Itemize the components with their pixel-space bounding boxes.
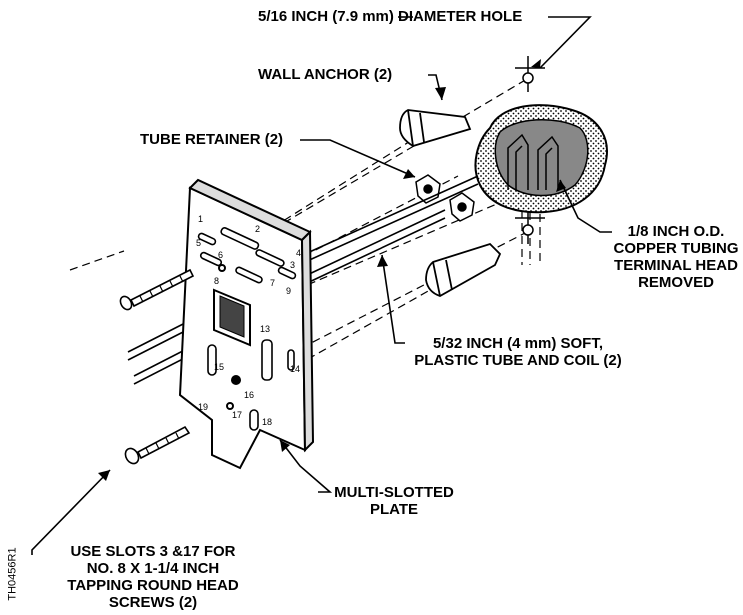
slot-number: 9 xyxy=(286,286,291,296)
label-diameter-hole: 5/16 INCH (7.9 mm) DIAMETER HOLE xyxy=(258,8,523,25)
slot-number: 4 xyxy=(296,248,301,258)
slot-number: 1 xyxy=(198,214,203,224)
label-line: TAPPING ROUND HEAD xyxy=(67,577,239,594)
arrowheads xyxy=(98,59,566,481)
slot-number: 18 xyxy=(262,417,272,427)
multi-slotted-plate xyxy=(178,178,315,470)
slot-number: 13 xyxy=(260,324,270,334)
slot-number-labels: 1 2 3 4 5 6 7 8 9 13 14 15 16 17 18 19 xyxy=(196,214,301,427)
label-line: MULTI-SLOTTED xyxy=(334,484,454,501)
slot-number: 3 xyxy=(290,260,295,270)
slot-number: 16 xyxy=(244,390,254,400)
label-plastic-tube: 5/32 INCH (4 mm) SOFT, PLASTIC TUBE AND … xyxy=(406,335,630,369)
figure-id: TH0456R1 xyxy=(6,547,19,601)
slot-number: 8 xyxy=(214,276,219,286)
slot-number: 17 xyxy=(232,410,242,420)
label-line: REMOVED xyxy=(638,274,714,291)
label-line: 5/32 INCH (4 mm) SOFT, xyxy=(432,335,604,352)
slot-number: 2 xyxy=(255,224,260,234)
slot-number: 5 xyxy=(196,238,201,248)
leader-lines xyxy=(31,16,612,555)
label-wall-anchor: WALL ANCHOR (2) xyxy=(258,66,393,83)
slot-number: 14 xyxy=(290,364,300,374)
label-line: NO. 8 X 1-1/4 INCH xyxy=(86,560,220,577)
slot-number: 15 xyxy=(214,362,224,372)
label-line: PLASTIC TUBE AND COIL (2) xyxy=(414,352,622,369)
label-line: COPPER TUBING xyxy=(613,240,739,257)
wall-hole-bottom xyxy=(515,208,545,244)
slot-number: 6 xyxy=(218,250,223,260)
tube-retainer-2 xyxy=(449,192,475,222)
slot-number: 19 xyxy=(198,402,208,412)
slot-number: 7 xyxy=(270,278,275,288)
label-copper-tubing: 1/8 INCH O.D. COPPER TUBING TERMINAL HEA… xyxy=(612,223,740,291)
wall-anchor-bottom xyxy=(425,242,502,297)
label-line: SCREWS (2) xyxy=(108,594,198,611)
label-line: USE SLOTS 3 &17 FOR xyxy=(70,543,236,560)
label-screws: USE SLOTS 3 &17 FOR NO. 8 X 1-1/4 INCH T… xyxy=(38,543,268,611)
label-line: TERMINAL HEAD xyxy=(614,257,738,274)
wall-anchor-top xyxy=(399,109,472,147)
screw-bottom xyxy=(124,425,191,465)
screw-top xyxy=(119,268,195,311)
wall-hole-top xyxy=(515,56,545,92)
wall-cutout xyxy=(474,104,608,214)
label-tube-retainer: TUBE RETAINER (2) xyxy=(140,131,284,148)
label-line: PLATE xyxy=(369,501,419,518)
label-line: 1/8 INCH O.D. xyxy=(627,223,725,240)
label-multi-slotted-plate: MULTI-SLOTTED PLATE xyxy=(328,484,460,518)
copper-tubing xyxy=(507,133,559,190)
